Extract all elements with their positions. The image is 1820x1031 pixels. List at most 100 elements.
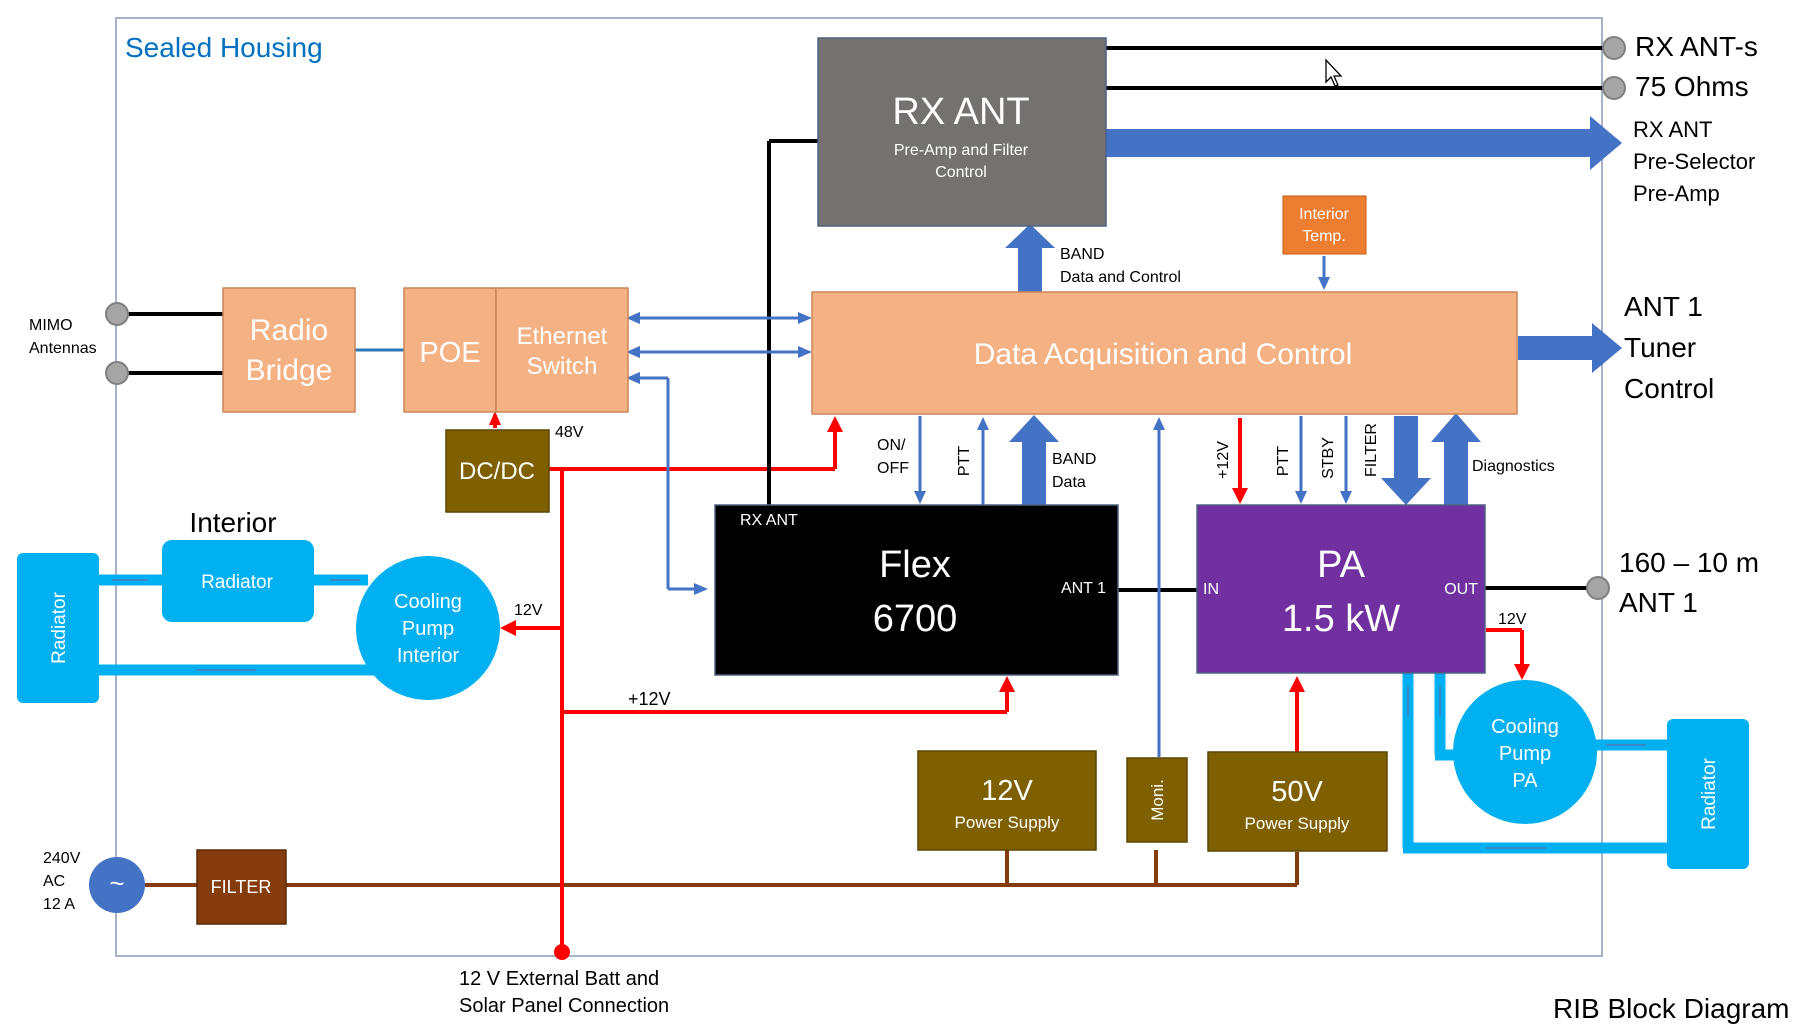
interior-temp-block	[1282, 195, 1367, 255]
pa-diag-up-arrow	[1431, 413, 1481, 505]
ps-12v-block	[917, 750, 1097, 851]
poe-label: POE	[419, 337, 480, 369]
sealed-housing-label: Sealed Housing	[125, 32, 323, 63]
ext-batt-line-2: Solar Panel Connection	[459, 995, 669, 1017]
interior-temp-line-1: Interior	[1299, 206, 1349, 223]
ps-12v-title: 12V	[981, 775, 1033, 807]
ant1-tuner-line-1: ANT 1	[1624, 291, 1703, 322]
ps-50v-subtitle: Power Supply	[1245, 814, 1350, 833]
bus-12v-label: +12V	[628, 689, 671, 709]
radiator-interior	[162, 540, 314, 622]
band-out-line-1: 160 – 10 m	[1619, 547, 1759, 578]
ac-sine-icon: ~	[109, 868, 124, 898]
filter-block	[196, 849, 287, 925]
poe-block	[403, 287, 497, 413]
band-dc-label-2: Data and Control	[1060, 269, 1181, 286]
ac-input-line-2: AC	[43, 873, 65, 890]
moni-label: Moni.	[1148, 779, 1167, 821]
band-out-line-2: ANT 1	[1619, 587, 1698, 618]
pa-out-port: OUT	[1444, 581, 1478, 598]
ptt-pa-label: PTT	[1275, 446, 1292, 476]
plus12v-pa-label: +12V	[1215, 441, 1232, 479]
flex-title-line-2: 6700	[873, 598, 958, 640]
flex-6700-block	[714, 504, 1119, 676]
band-dc-label-1: BAND	[1060, 246, 1104, 263]
pa-in-port: IN	[1203, 581, 1219, 598]
interior-pump-12v-label: 12V	[514, 602, 543, 619]
cooling-pump-interior	[356, 556, 500, 700]
rf-wiring	[117, 46, 1614, 592]
flex-rx-ant-port: RX ANT	[740, 512, 798, 529]
radio-bridge-line-2: Bridge	[246, 354, 333, 387]
band-dc-arrow	[1005, 224, 1055, 292]
band-data-label-1: BAND	[1052, 451, 1096, 468]
radio-bridge-block	[222, 287, 356, 413]
connectors	[105, 36, 1626, 600]
radiator-interior-label: Radiator	[201, 572, 273, 593]
ant1-tuner-line-2: Tuner	[1624, 332, 1696, 363]
daq-block	[811, 291, 1518, 415]
rx-ant-subtitle-line-2: Control	[935, 164, 987, 181]
pump-pa-line-3: PA	[1512, 770, 1538, 792]
ant1-tuner-line-3: Control	[1624, 373, 1714, 404]
rx-ants-line-2: 75 Ohms	[1635, 71, 1749, 102]
rx-ant-ctrl-line-2: Pre-Selector	[1633, 149, 1755, 174]
mouse-cursor-icon	[1325, 58, 1343, 87]
ac-source	[89, 857, 145, 913]
dc-dc-block	[445, 429, 550, 513]
rx-ant-control-arrow	[1105, 116, 1622, 170]
sealed-housing-border	[115, 17, 1603, 957]
radiator-left	[17, 553, 99, 703]
ethernet-switch-block	[495, 287, 629, 413]
radiator-right-label: Radiator	[1699, 757, 1720, 829]
moni-block	[1126, 757, 1188, 843]
ps-12v-subtitle: Power Supply	[955, 813, 1060, 832]
band-data-label-2: Data	[1052, 474, 1086, 491]
radio-bridge-line-1: Radio	[250, 314, 328, 347]
on-off-label-1: ON/	[877, 437, 906, 454]
pa-title-line-1: PA	[1317, 544, 1366, 586]
radiator-right	[1667, 719, 1749, 869]
power-arrowheads	[489, 411, 1530, 692]
ext-batt-connector	[554, 944, 570, 960]
mimo-label-1: MIMO	[29, 317, 73, 334]
ethernet-switch-line-1: Ethernet	[517, 323, 608, 350]
diagnostics-label: Diagnostics	[1472, 458, 1555, 475]
ps-50v-title: 50V	[1271, 776, 1323, 808]
big-arrows	[1005, 116, 1622, 505]
data-arrowheads	[626, 277, 1352, 595]
pa-title-line-2: 1.5 kW	[1282, 598, 1400, 640]
ac-input-line-3: 12 A	[43, 896, 75, 913]
daq-label: Data Acquisition and Control	[974, 338, 1353, 371]
pump-interior-line-1: Cooling	[394, 591, 462, 613]
ethernet-switch-line-2: Switch	[527, 353, 598, 380]
ext-batt-line-1: 12 V External Batt and	[459, 968, 659, 990]
rx-ant-block	[817, 37, 1107, 227]
power-wiring-12v	[493, 415, 1524, 950]
band-data-arrow	[1009, 415, 1059, 505]
pa-block	[1196, 504, 1486, 674]
diagram-caption: RIB Block Diagram	[1553, 993, 1790, 1024]
rx-ant-ctrl-line-3: Pre-Amp	[1633, 181, 1720, 206]
flex-ant1-port: ANT 1	[1061, 580, 1106, 597]
stby-label: STBY	[1320, 437, 1337, 479]
data-wiring	[635, 256, 1348, 757]
ps-50v-block	[1207, 751, 1388, 852]
filter-label: FILTER	[211, 877, 272, 897]
ac-input-line-1: 240V	[43, 850, 81, 867]
label-48v: 48V	[555, 424, 584, 441]
interior-heading: Interior	[189, 507, 276, 538]
ptt-flex-label: PTT	[956, 446, 973, 476]
pa-diag-down-arrow	[1381, 416, 1431, 505]
ant1-tuner-arrow	[1518, 323, 1622, 373]
ac-wiring	[145, 850, 1299, 887]
pa-pump-12v-label: 12V	[1498, 611, 1527, 628]
cooling-flow-marks	[112, 579, 1646, 849]
mimo-label-2: Antennas	[29, 340, 97, 357]
pump-interior-line-3: Interior	[397, 645, 460, 667]
pump-interior-line-2: Pump	[402, 618, 454, 640]
pump-pa-line-1: Cooling	[1491, 716, 1559, 738]
rx-ant-subtitle-line-1: Pre-Amp and Filter	[894, 142, 1029, 159]
pump-pa-line-2: Pump	[1499, 743, 1551, 765]
rx-ant-ctrl-line-1: RX ANT	[1633, 117, 1712, 142]
